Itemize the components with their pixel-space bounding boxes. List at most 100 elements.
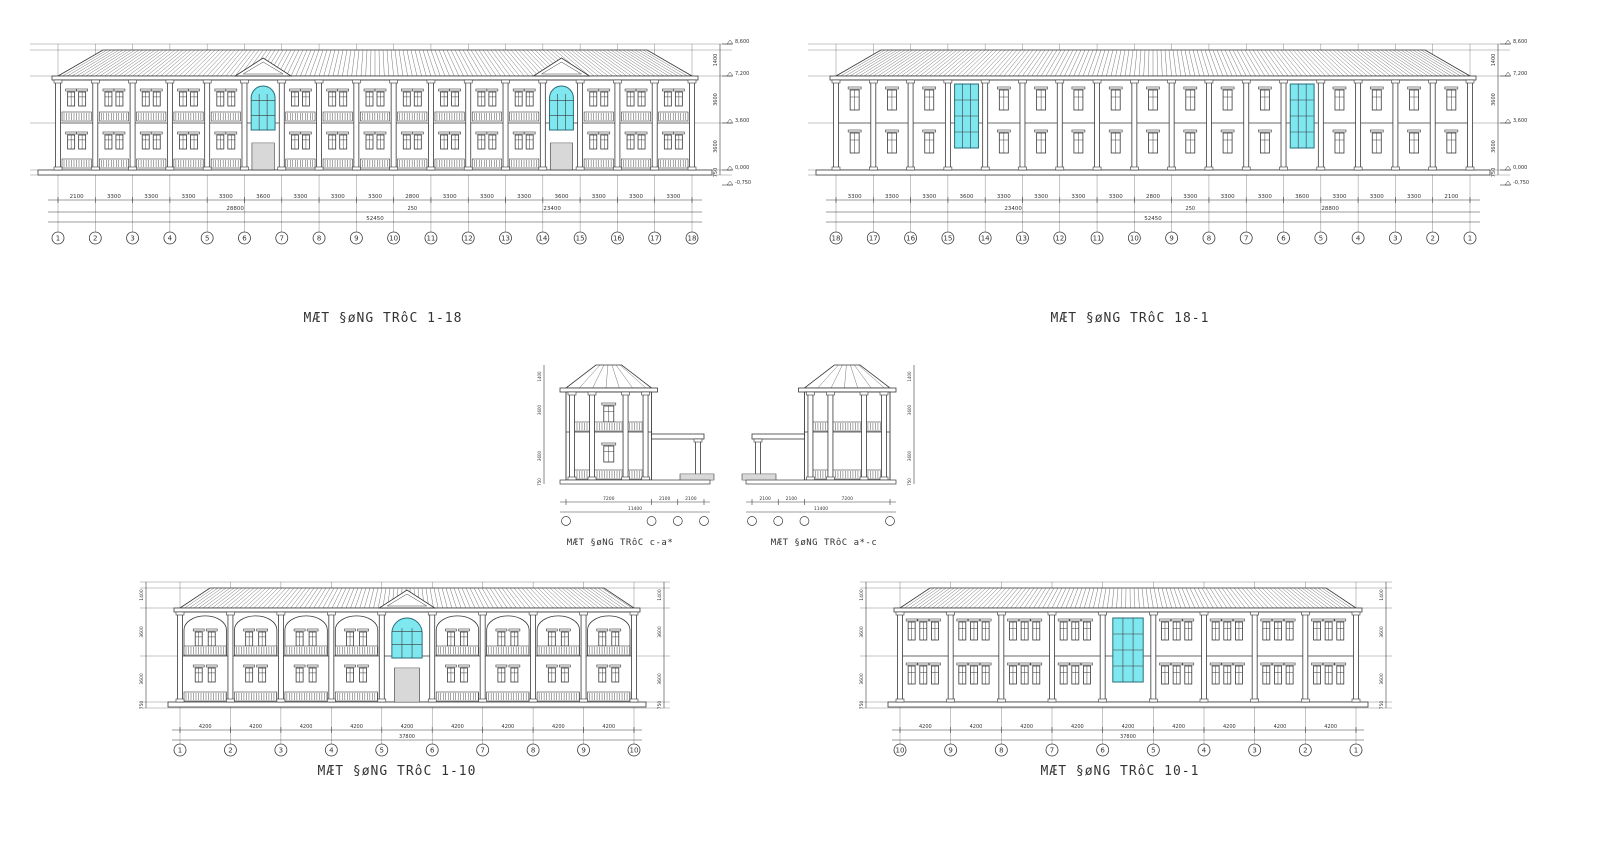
axis-label: 13 — [1018, 235, 1027, 243]
roof-tile-line — [1102, 587, 1107, 609]
roof-tile-line — [118, 49, 156, 77]
column-capital — [613, 79, 622, 84]
roof — [564, 364, 653, 389]
window-lintel — [598, 131, 611, 135]
column — [622, 391, 629, 481]
roof-tile-line — [193, 587, 223, 609]
roof-tile-line — [221, 49, 244, 77]
window-lintel — [205, 628, 218, 632]
axis-label: 5 — [205, 235, 209, 243]
column-base — [426, 166, 436, 171]
axis-label: 15 — [576, 235, 585, 243]
roof-tile-line — [1024, 587, 1039, 609]
axis-label: 2 — [1303, 747, 1307, 755]
roof-tile-line — [830, 364, 843, 389]
roof-tile-line — [359, 587, 367, 609]
axis-label: 15 — [943, 235, 952, 243]
roof-tile-line — [863, 49, 906, 77]
roof-tile-line — [211, 49, 236, 77]
dimension-label: 3600 — [1379, 673, 1385, 685]
roof-tile-line — [1070, 587, 1079, 609]
roof-tile-line — [904, 587, 935, 609]
roof-tile-line — [1265, 587, 1288, 609]
axis-bubble — [1053, 231, 1067, 245]
roof-tile-line — [382, 49, 385, 77]
column — [1429, 79, 1436, 171]
column-capital — [1167, 79, 1176, 84]
level-label: 3,600 — [735, 118, 749, 124]
window-lintel — [1311, 662, 1323, 666]
column-base — [1167, 166, 1176, 171]
axis-label: 14 — [538, 235, 547, 243]
column — [642, 391, 649, 481]
column — [353, 79, 360, 171]
column — [870, 79, 877, 171]
roof-tile-line — [1138, 49, 1142, 77]
window-lintel — [1018, 618, 1031, 622]
porch-canopy — [751, 433, 805, 440]
window-lintel — [1220, 129, 1235, 133]
title-elevation-1-18: MÆT §øNG TRôC 1-18 — [303, 311, 463, 326]
facade-wall — [57, 79, 693, 171]
level-label: 8,600 — [1513, 39, 1527, 45]
dimension-label: 3300 — [182, 194, 196, 200]
roof-tile-line — [533, 587, 554, 609]
roof-tile-line — [1276, 49, 1298, 77]
roof-tile-line — [290, 49, 304, 77]
column-capital — [1098, 611, 1107, 616]
dimension-label: 3600 — [713, 93, 719, 106]
column-base — [1092, 166, 1102, 171]
roof-tile-line — [1193, 587, 1205, 609]
window-lintel — [293, 664, 306, 668]
window-lintel — [1071, 86, 1086, 90]
roof-tile-line — [99, 49, 140, 77]
column-base — [1241, 166, 1251, 171]
window-lintel — [445, 628, 457, 632]
roof-tile-line — [1088, 587, 1095, 609]
window-lintel — [979, 618, 992, 622]
balustrade — [284, 645, 328, 656]
column-base — [352, 166, 361, 171]
window-lintel — [363, 131, 376, 135]
column-capital — [579, 611, 588, 616]
window-lintel — [1209, 618, 1222, 622]
balustrade — [587, 645, 631, 656]
roof-tile-line — [1059, 49, 1074, 77]
window-lintel — [438, 88, 450, 92]
window-lintel — [337, 88, 350, 92]
window-lintel — [150, 131, 163, 135]
column-base — [175, 698, 185, 703]
window-lintel — [922, 86, 937, 90]
axis-label: 13 — [501, 235, 510, 243]
column-capital — [1130, 79, 1139, 84]
glass-arch-window — [391, 617, 423, 659]
roof-tile-line — [932, 587, 959, 609]
roof-tile-line — [1224, 49, 1238, 77]
roof-tile-line — [356, 49, 360, 77]
axis-bubble — [1146, 743, 1160, 757]
column-base — [1391, 166, 1400, 171]
column-capital — [1301, 611, 1310, 616]
dimension-label: 3600 — [554, 194, 568, 200]
roof-tile-line — [525, 587, 545, 609]
dimension-label: 3600 — [657, 626, 663, 638]
column — [1467, 79, 1473, 171]
axis-bubble — [866, 231, 880, 245]
column-base — [501, 166, 510, 171]
axis-label: 1 — [56, 235, 60, 243]
roof-tile-line — [585, 587, 614, 609]
column-base — [463, 166, 473, 171]
roof-tile-line — [618, 49, 660, 77]
column — [277, 611, 284, 703]
window-lintel — [150, 88, 163, 92]
window-lintel — [635, 88, 648, 92]
window-lintel — [256, 664, 268, 668]
axis-bubble — [526, 743, 540, 757]
dimension-label: 4200 — [1324, 724, 1337, 730]
roof-tile-line — [212, 587, 239, 609]
axis-label: 14 — [981, 235, 990, 243]
roof-tile-line — [442, 49, 455, 77]
arched-opening — [334, 615, 379, 656]
roof-tile-line — [558, 49, 590, 77]
window-lintel — [922, 129, 937, 133]
